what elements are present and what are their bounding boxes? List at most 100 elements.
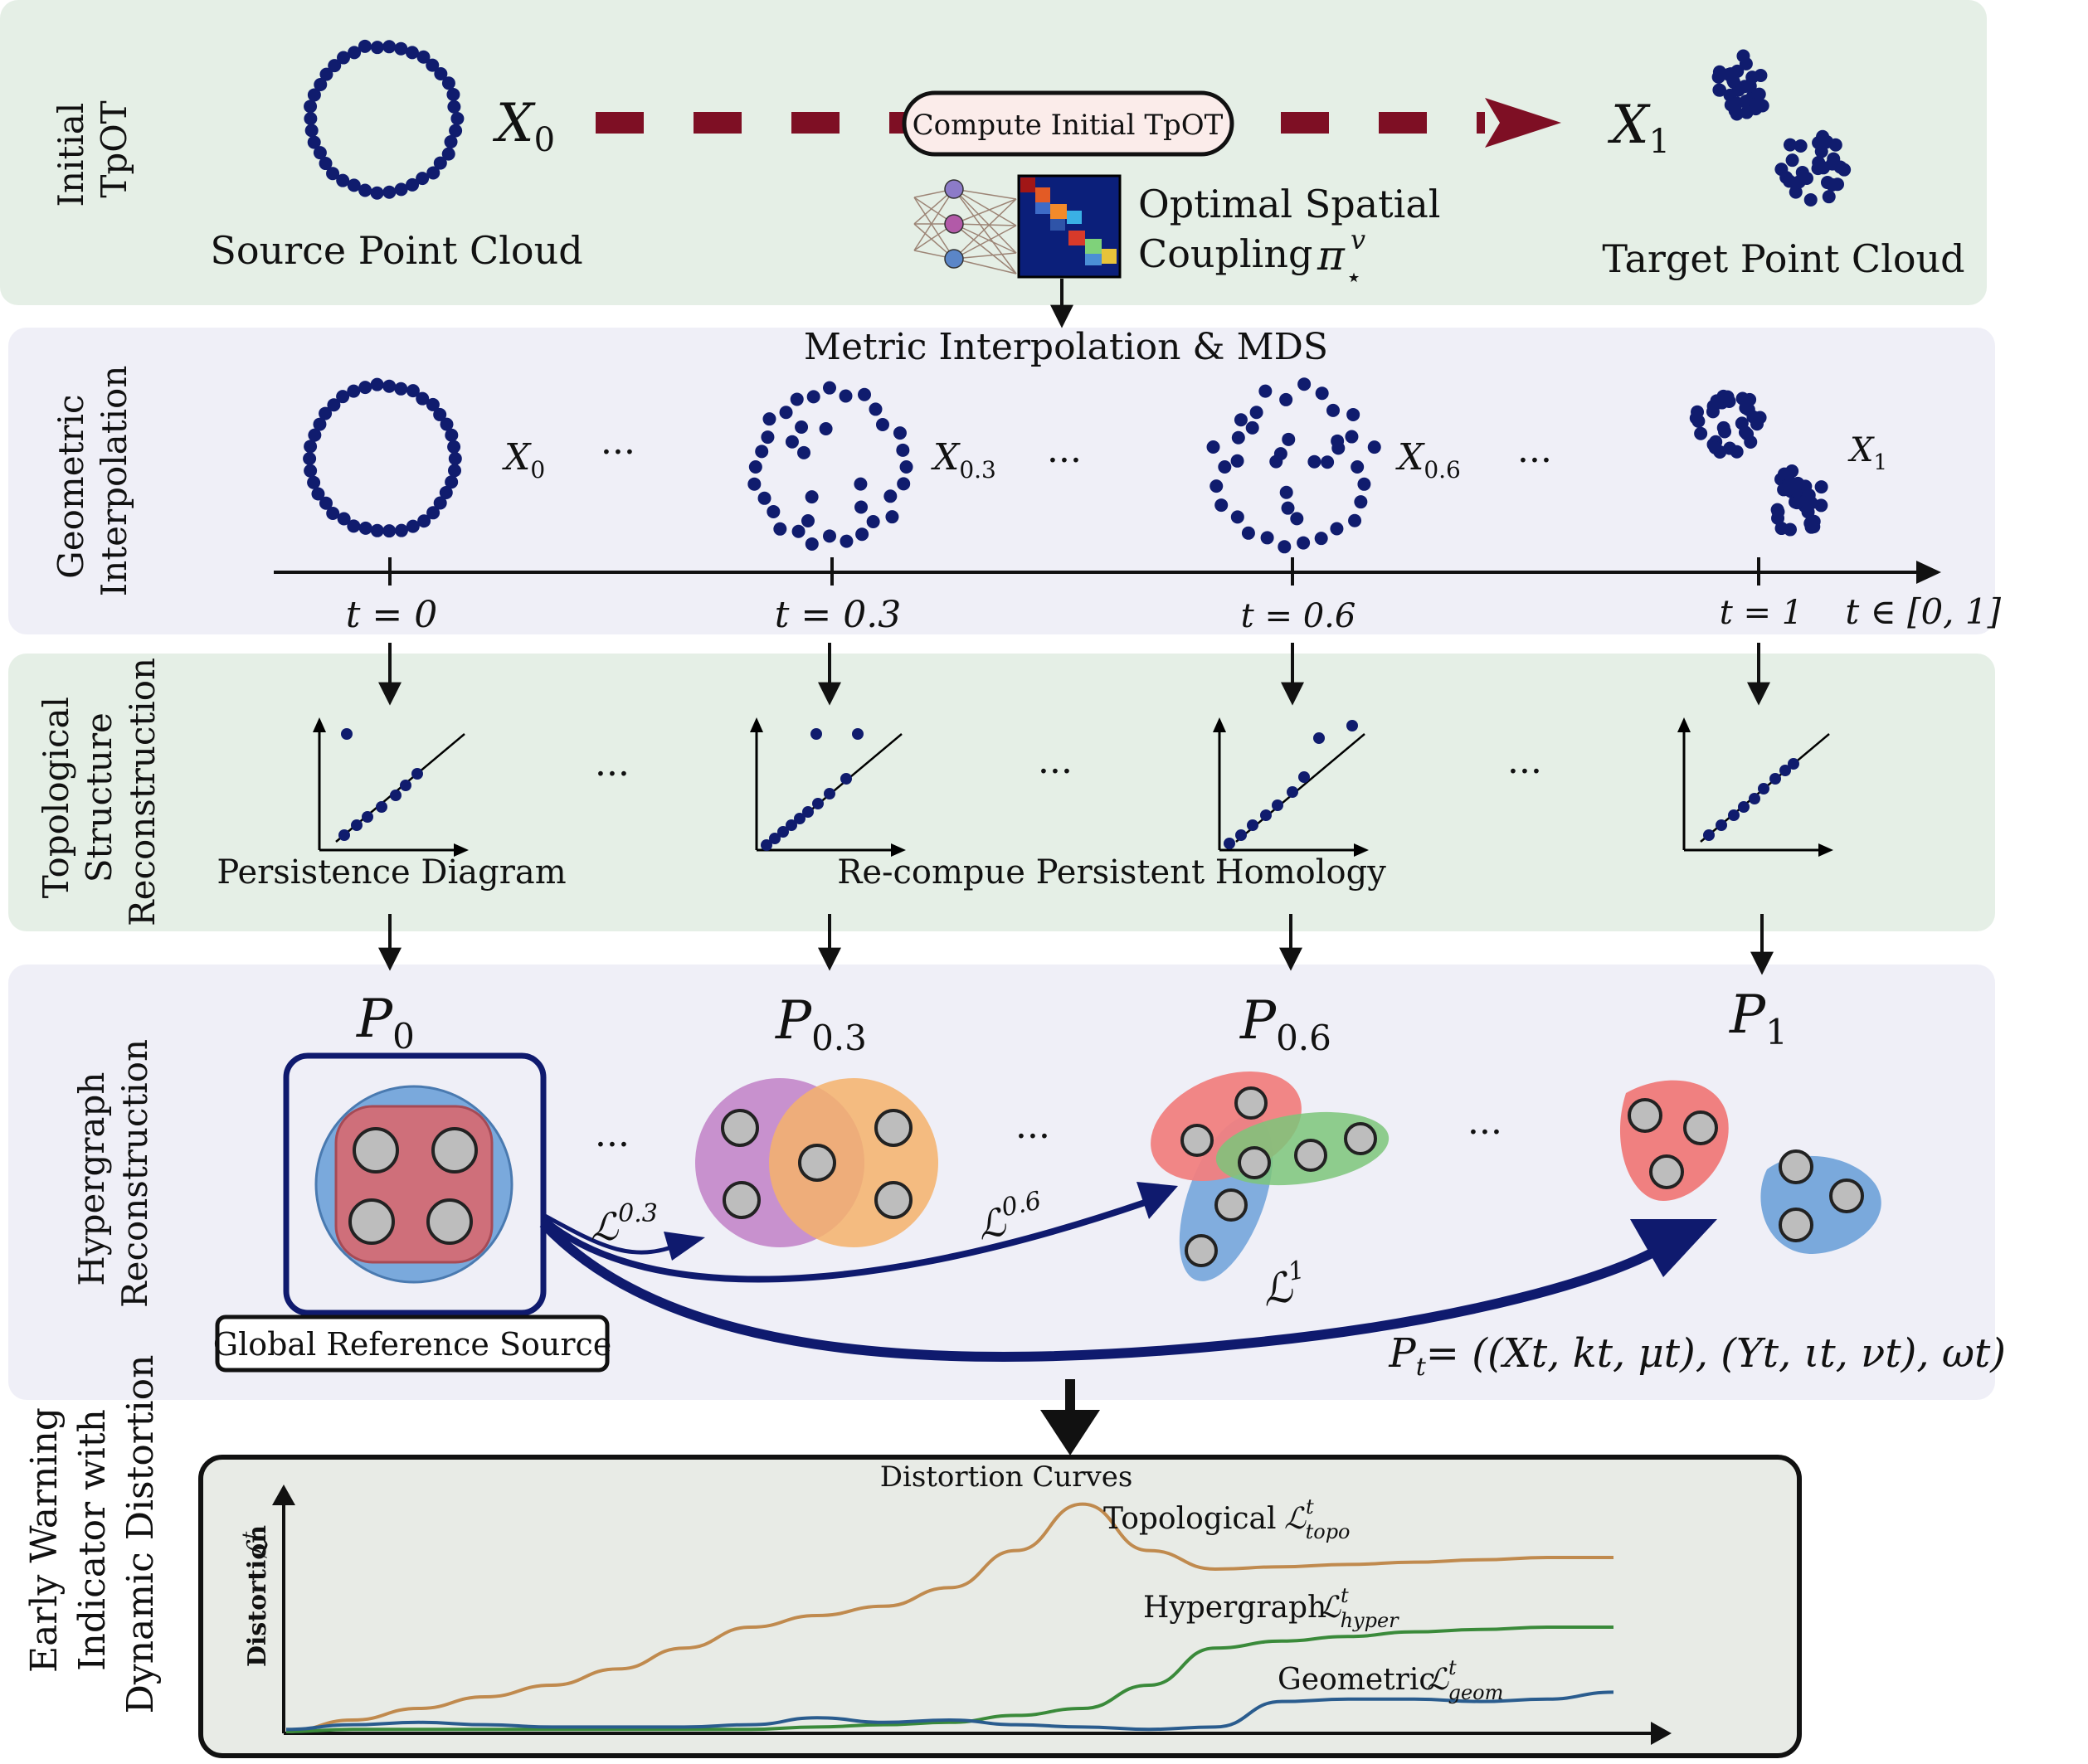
legend-topological: Topological [1103, 1502, 1277, 1536]
x0-label: X0 [492, 93, 555, 159]
point [1281, 501, 1295, 515]
pd-x-arrowhead [1818, 843, 1833, 857]
coupling-label-line2: Coupling [1138, 231, 1312, 276]
pd-point [351, 819, 363, 831]
point [1718, 425, 1732, 439]
hypergraph-p0 [283, 1052, 547, 1316]
point [336, 390, 350, 404]
coupling-matrix-icon [1017, 174, 1122, 279]
point [319, 157, 333, 171]
point [450, 112, 465, 125]
pd-point [411, 768, 423, 780]
point [1827, 152, 1841, 166]
persistence-diagram-t0.3 [750, 717, 906, 857]
coupling-label: Optimal Spatial [1138, 182, 1440, 226]
point [883, 489, 898, 503]
point [448, 452, 462, 465]
point [447, 100, 461, 114]
point [426, 58, 440, 72]
point [1706, 399, 1721, 413]
point [434, 67, 448, 81]
pd-point [1247, 819, 1258, 831]
hypergraph-p1 [1619, 1080, 1881, 1254]
point [1357, 477, 1371, 491]
pd-y-arrowhead [1677, 717, 1691, 732]
point [382, 379, 397, 393]
hypergraph-p0.3 [695, 1078, 938, 1247]
point [304, 464, 318, 478]
point [1315, 386, 1329, 401]
point [313, 146, 327, 160]
pd-point [769, 833, 781, 844]
hypergraph-p0.6 [1151, 1071, 1390, 1281]
point [347, 178, 361, 192]
point [445, 475, 459, 489]
point [307, 475, 321, 489]
point [326, 507, 340, 521]
point [370, 377, 384, 391]
distortion-arrow-0.3 [542, 1212, 681, 1255]
point [823, 381, 836, 395]
point [1811, 162, 1825, 176]
chart-series-group [285, 1502, 1614, 1733]
point [433, 156, 447, 170]
source-point-cloud [304, 39, 465, 200]
l-label-0.3: ℒ0.3 [591, 1199, 658, 1249]
point [448, 464, 462, 478]
distortion-arrow-0.6 [541, 1199, 1146, 1283]
point [795, 420, 809, 435]
pd-point [777, 826, 789, 838]
point [896, 443, 910, 457]
point [1230, 454, 1244, 468]
point [440, 417, 454, 431]
point [446, 88, 460, 102]
point [1730, 96, 1744, 110]
point [370, 186, 384, 200]
point [790, 392, 804, 406]
point [426, 166, 440, 180]
coupling-sup: v [1351, 224, 1365, 255]
point [348, 46, 362, 60]
point [762, 412, 776, 426]
chart-ylabel: Distortion [243, 1525, 272, 1667]
point [1245, 420, 1259, 435]
point [394, 381, 408, 396]
point [337, 51, 351, 65]
point [439, 486, 453, 500]
pd-point [824, 788, 835, 799]
point [1791, 476, 1805, 490]
chart-ylabel-symbol: ℒt [240, 1532, 275, 1560]
point [1785, 153, 1799, 168]
p-label-03: P0.3 [775, 990, 867, 1058]
point [304, 112, 318, 125]
point [1789, 496, 1803, 510]
point [313, 417, 327, 431]
panel-topological-structure [8, 654, 1995, 931]
point [885, 510, 899, 524]
point [1739, 401, 1753, 415]
point [1230, 510, 1244, 524]
pd-point [761, 839, 772, 851]
panel-label-early-warning: Early Warning Indicator with Dynamic Dis… [23, 1355, 162, 1714]
pd-point [802, 806, 814, 818]
point [899, 460, 913, 474]
point [1812, 136, 1826, 150]
point [319, 67, 333, 81]
panel-label-geometric: Geometric Interpolation [51, 366, 134, 597]
point [358, 381, 372, 395]
pd-point [1224, 838, 1235, 849]
pd-point [1235, 829, 1247, 841]
point [806, 390, 820, 404]
pd-point [852, 728, 864, 740]
pd-point [1779, 765, 1791, 776]
point [319, 406, 333, 420]
chart-y-axis-arrowhead [272, 1485, 295, 1505]
point [1234, 413, 1248, 427]
point [445, 428, 459, 442]
point-cloud-t1 [1689, 389, 1828, 537]
point-cloud-t0 [303, 377, 462, 538]
pd-point [1738, 801, 1750, 813]
pd-point [390, 790, 402, 801]
point [1278, 540, 1292, 554]
